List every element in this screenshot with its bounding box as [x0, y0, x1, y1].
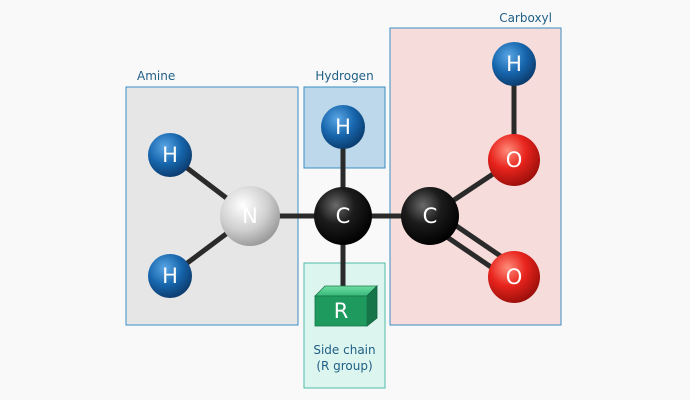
nitrogen-atom: N: [220, 186, 280, 246]
svg-text:N: N: [242, 204, 258, 228]
amine-label: Amine: [137, 69, 175, 83]
svg-text:C: C: [336, 204, 351, 228]
svg-text:O: O: [506, 265, 523, 289]
alpha-carbon-atom: C: [314, 187, 372, 245]
hydroxyl-hydrogen-atom: H: [492, 42, 536, 86]
svg-text:H: H: [162, 143, 178, 167]
side-chain-label-line1: Side chain: [313, 343, 375, 357]
svg-text:H: H: [162, 264, 178, 288]
r-group-symbol: R: [334, 299, 349, 323]
amine-hydrogen-bottom-atom: H: [148, 254, 192, 298]
carbonyl-oxygen-atom: O: [488, 251, 540, 303]
hydroxyl-oxygen-atom: O: [488, 134, 540, 186]
amine-hydrogen-top-atom: H: [148, 133, 192, 177]
hydrogen-atom: H: [321, 105, 365, 149]
carboxyl-carbon-atom: C: [401, 187, 459, 245]
r-group-block: R: [314, 285, 378, 327]
svg-text:H: H: [506, 52, 522, 76]
svg-text:O: O: [506, 148, 523, 172]
side-chain-label-line2: (R group): [316, 359, 372, 373]
svg-text:H: H: [335, 115, 351, 139]
svg-text:C: C: [423, 204, 438, 228]
carboxyl-label: Carboxyl: [499, 11, 552, 25]
hydrogen-label: Hydrogen: [315, 69, 373, 83]
